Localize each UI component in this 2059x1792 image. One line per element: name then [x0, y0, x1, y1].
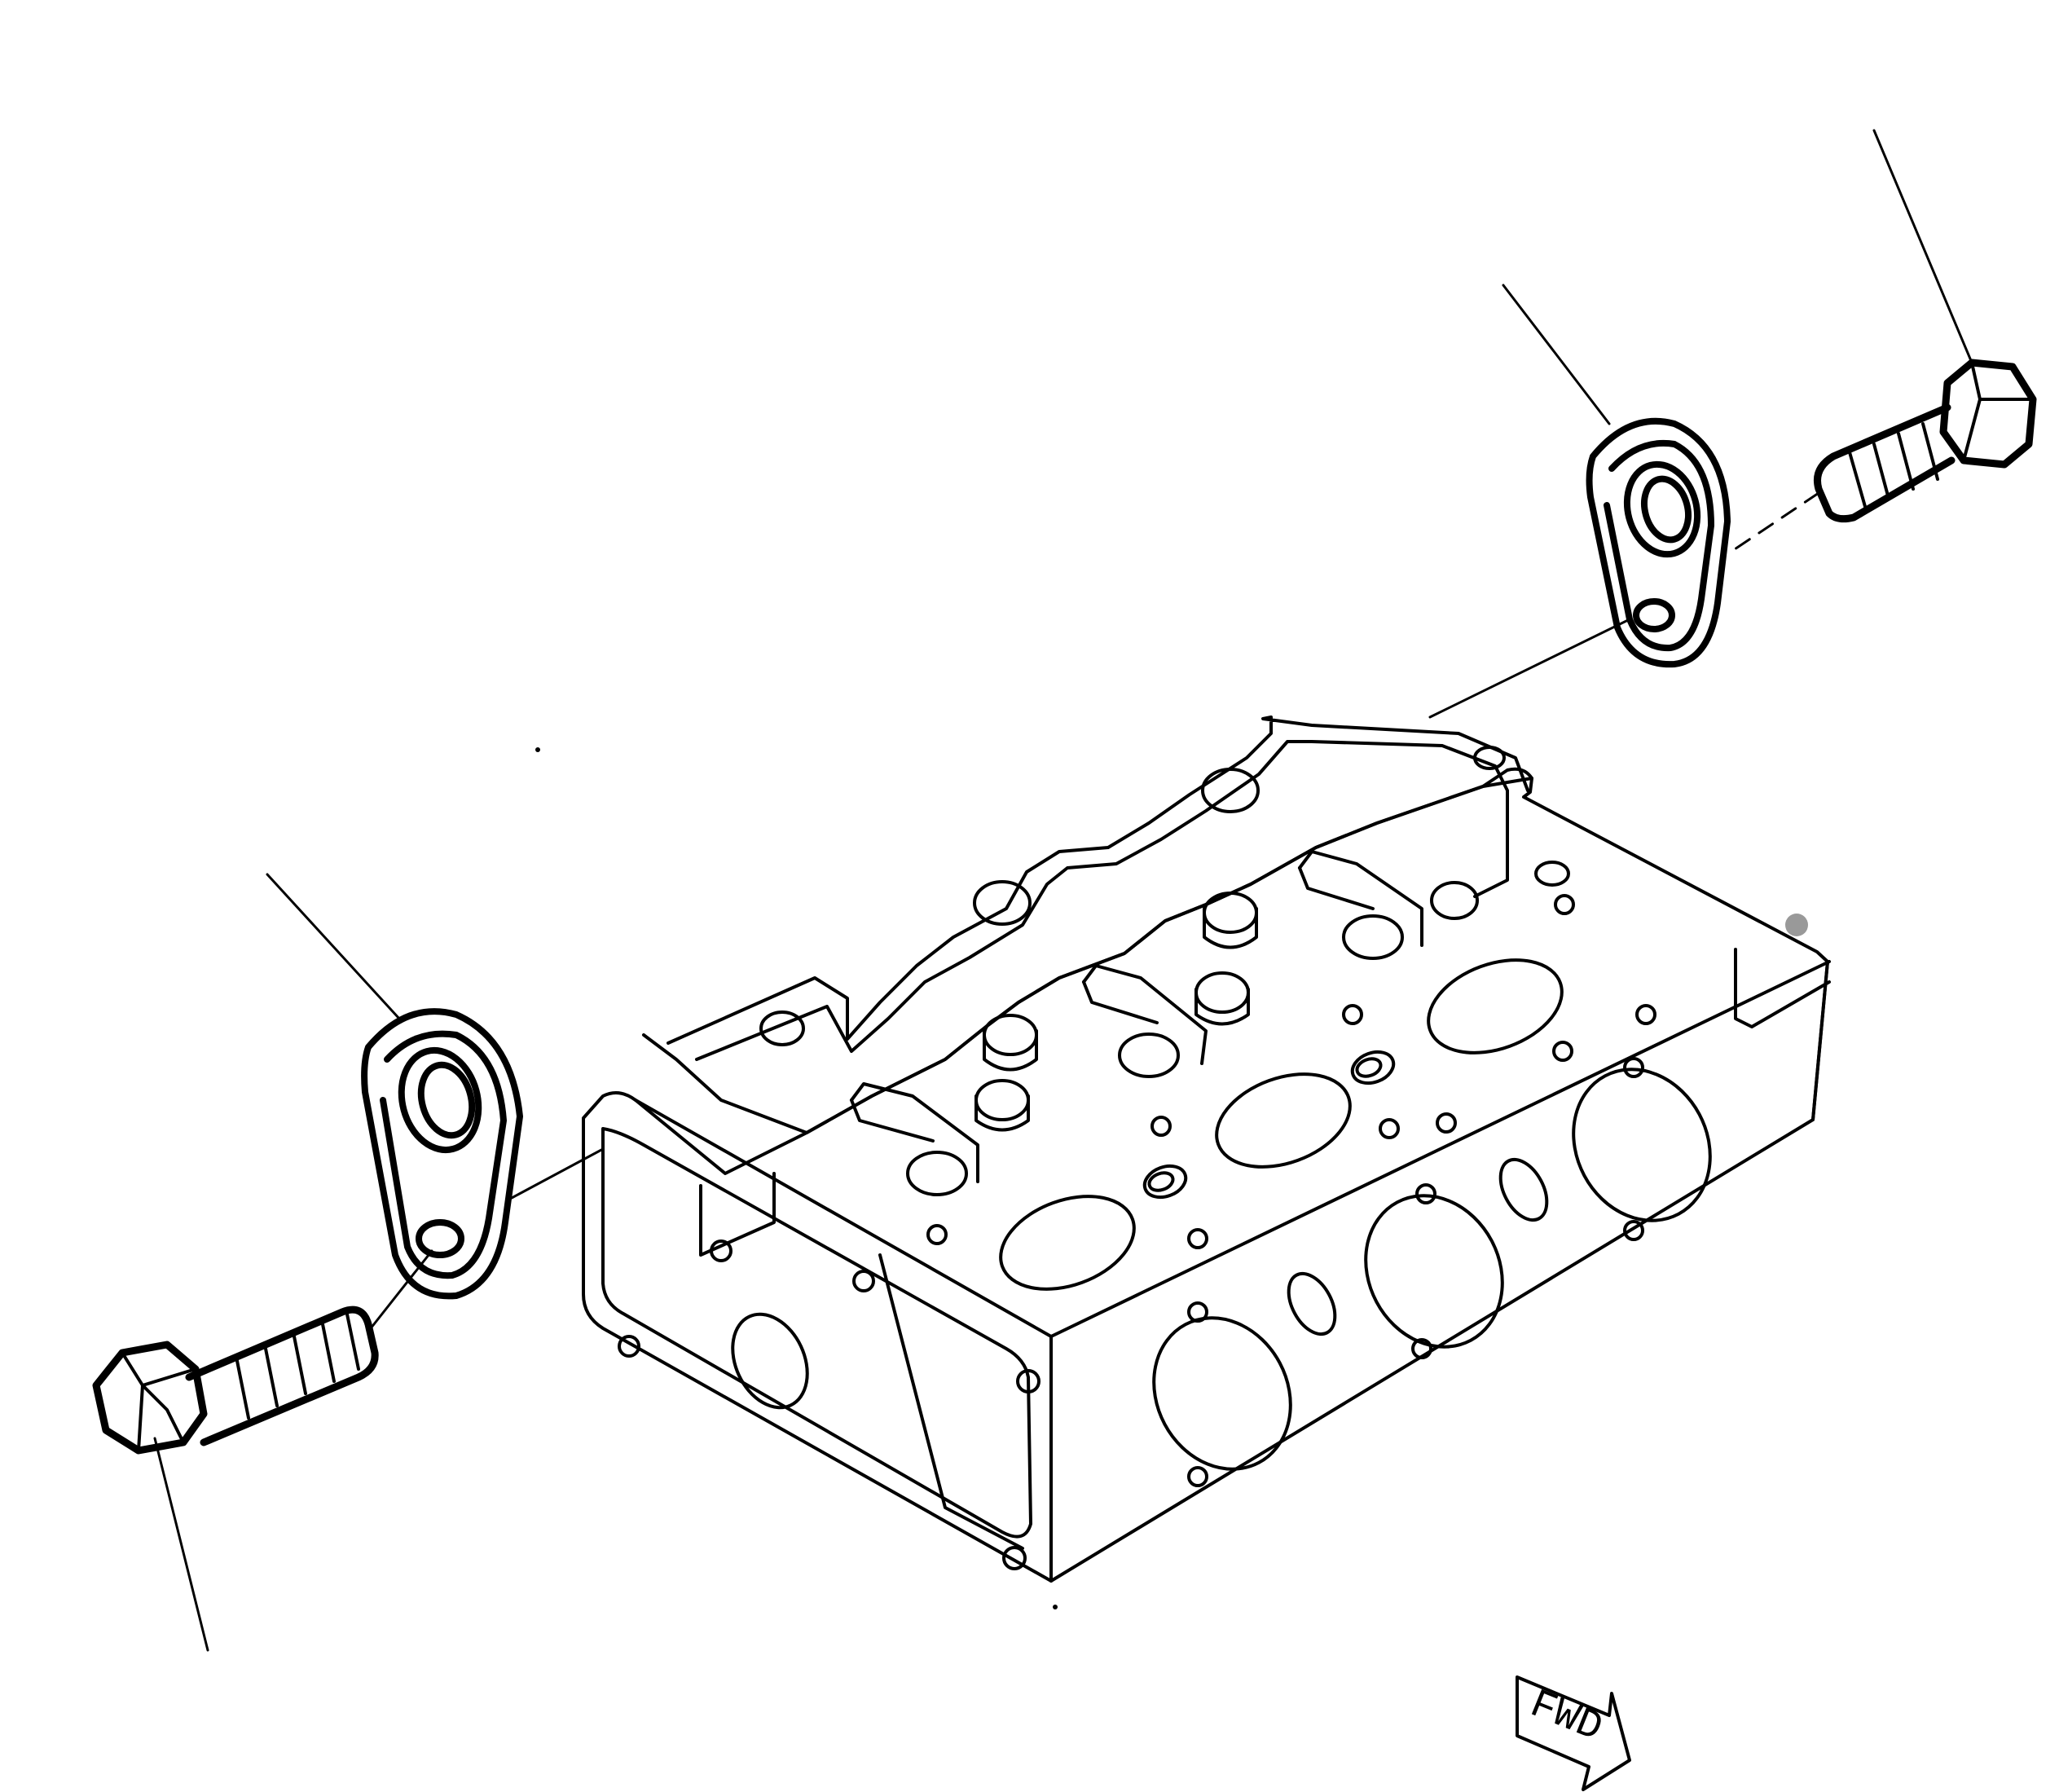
right-lifting-bracket	[1586, 417, 1731, 668]
scan-specks	[535, 747, 1808, 1609]
cylinder-head	[582, 715, 1831, 1583]
forward-direction-indicator: FWD	[1516, 1675, 1631, 1791]
right-bolt	[1814, 359, 2037, 523]
alignment-lines	[153, 129, 1973, 1652]
left-lifting-bracket	[361, 1008, 523, 1300]
left-bolt	[92, 1305, 379, 1455]
fwd-label: FWD	[1524, 1682, 1609, 1753]
